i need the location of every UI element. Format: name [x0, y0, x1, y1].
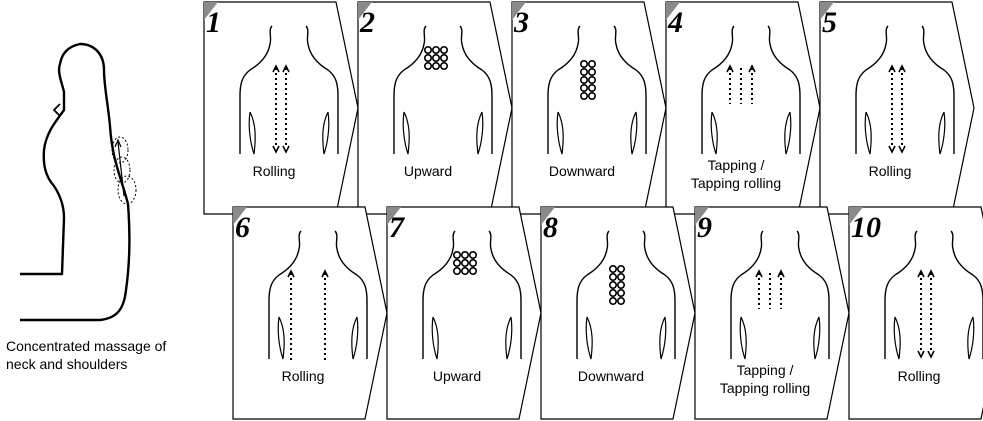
step-number: 1 [206, 6, 221, 39]
massage-path-line [118, 142, 124, 196]
step-label-line: Tapping rolling [691, 175, 781, 191]
step-label-line: Downward [549, 163, 615, 179]
step-number: 8 [543, 211, 558, 244]
step-panel-5: 5Rolling [820, 2, 974, 214]
panel-frame [358, 2, 512, 214]
step-label-line: Upward [404, 163, 452, 179]
step-number: 3 [513, 6, 529, 39]
step-label-line: Rolling [253, 163, 296, 179]
step-number: 9 [697, 211, 712, 244]
step-panel-2: 2Upward [358, 2, 512, 214]
step-label-line: Downward [578, 368, 644, 384]
step-number: 4 [667, 6, 683, 39]
step-label-line: Tapping / [708, 157, 765, 173]
step-panel-9: 9Tapping / Tapping rolling [695, 207, 849, 419]
step-panel-4: 4Tapping / Tapping rolling [666, 2, 820, 214]
step-number: 6 [235, 211, 250, 244]
step-label-line: Upward [433, 368, 481, 384]
panel-frame [204, 2, 358, 214]
panel-frame [541, 207, 695, 419]
body-outline [20, 44, 129, 320]
step-number: 7 [389, 211, 405, 244]
panel-frame [820, 2, 974, 214]
step-number: 10 [851, 211, 881, 244]
side-profile-figure [20, 44, 136, 320]
step-label-line: Tapping rolling [720, 380, 810, 396]
step-number: 2 [359, 6, 375, 39]
step-panel-3: 3Downward [512, 2, 666, 214]
step-panel-7: 7Upward [387, 207, 541, 419]
nose-outline [54, 104, 60, 116]
step-label-line: Rolling [898, 368, 941, 384]
step-label-line: Rolling [869, 163, 912, 179]
panel-frame [387, 207, 541, 419]
panel-frame [233, 207, 387, 419]
step-label-line: Rolling [282, 368, 325, 384]
step-label-line: Tapping / [737, 362, 794, 378]
panel-frame [512, 2, 666, 214]
step-number: 5 [822, 6, 837, 39]
